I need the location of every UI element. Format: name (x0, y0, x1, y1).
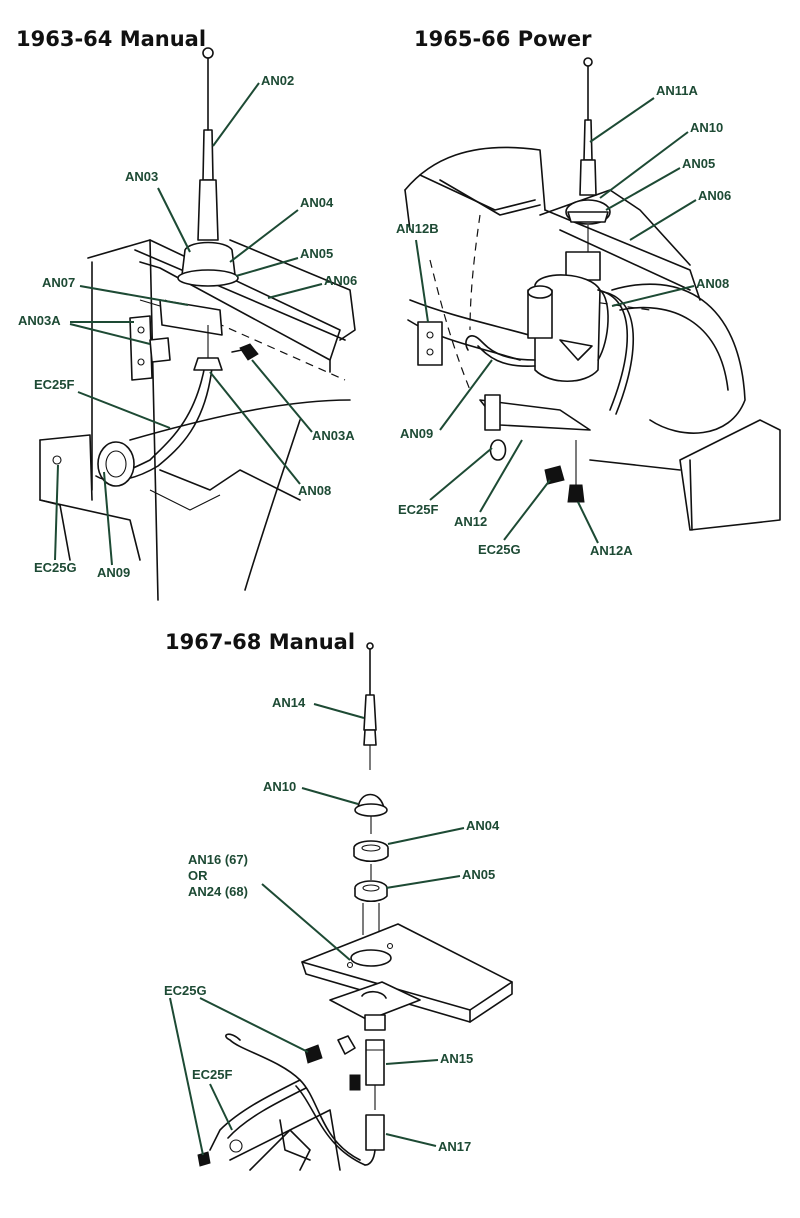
label-ec25f-6364: EC25F (34, 377, 75, 392)
label-an03a-left-6364: AN03A (18, 313, 61, 328)
label-ec25g-6364: EC25G (34, 560, 77, 575)
label-an12-6566: AN12 (454, 514, 487, 529)
label-an07-6364: AN07 (42, 275, 75, 290)
labels-1963-64: AN02 AN03 AN04 AN05 AN06 AN07 AN03A EC25… (18, 73, 357, 580)
label-ec25g-6566: EC25G (478, 542, 521, 557)
label-an16-line2-6768: OR (188, 868, 208, 883)
label-an04-6768: AN04 (466, 818, 500, 833)
drawing-1965-66-power (404, 57, 781, 531)
label-an02-6364: AN02 (261, 73, 294, 88)
label-an16-line3-6768: AN24 (68) (188, 884, 248, 899)
label-an14-6768: AN14 (272, 695, 306, 710)
label-an03a-right-6364: AN03A (312, 428, 355, 443)
label-an10-6768: AN10 (263, 779, 296, 794)
label-an15-6768: AN15 (440, 1051, 473, 1066)
drawing-1963-64-manual (39, 47, 356, 601)
label-an05-6566: AN05 (682, 156, 715, 171)
heading-1965-66-power: 1965-66 Power (414, 27, 592, 51)
label-an06-6566: AN06 (698, 188, 731, 203)
label-an04-6364: AN04 (300, 195, 334, 210)
label-an10-6566: AN10 (690, 120, 723, 135)
label-an08-6566: AN08 (696, 276, 729, 291)
label-an12b-6566: AN12B (396, 221, 439, 236)
label-an09-6364: AN09 (97, 565, 130, 580)
label-an17-6768: AN17 (438, 1139, 471, 1154)
label-an08-6364: AN08 (298, 483, 331, 498)
heading-1967-68-manual: 1967-68 Manual (165, 630, 355, 654)
label-ec25f-6768: EC25F (192, 1067, 233, 1082)
heading-1963-64-manual: 1963-64 Manual (16, 27, 206, 51)
label-an12a-6566: AN12A (590, 543, 633, 558)
label-an09-6566: AN09 (400, 426, 433, 441)
drawing-1967-68-manual (197, 642, 513, 1171)
label-ec25f-6566: EC25F (398, 502, 439, 517)
label-an03-6364: AN03 (125, 169, 158, 184)
label-ec25g-6768: EC25G (164, 983, 207, 998)
label-an11a-6566: AN11A (656, 83, 699, 98)
label-an06-6364: AN06 (324, 273, 357, 288)
label-an05-6768: AN05 (462, 867, 495, 882)
labels-1965-66: AN11A AN10 AN05 AN06 AN12B AN08 AN09 EC2… (396, 83, 731, 558)
label-an16-line1-6768: AN16 (67) (188, 852, 248, 867)
label-an05-6364: AN05 (300, 246, 333, 261)
labels-1967-68: AN14 AN10 AN04 AN16 (67) OR AN24 (68) AN… (164, 695, 500, 1156)
